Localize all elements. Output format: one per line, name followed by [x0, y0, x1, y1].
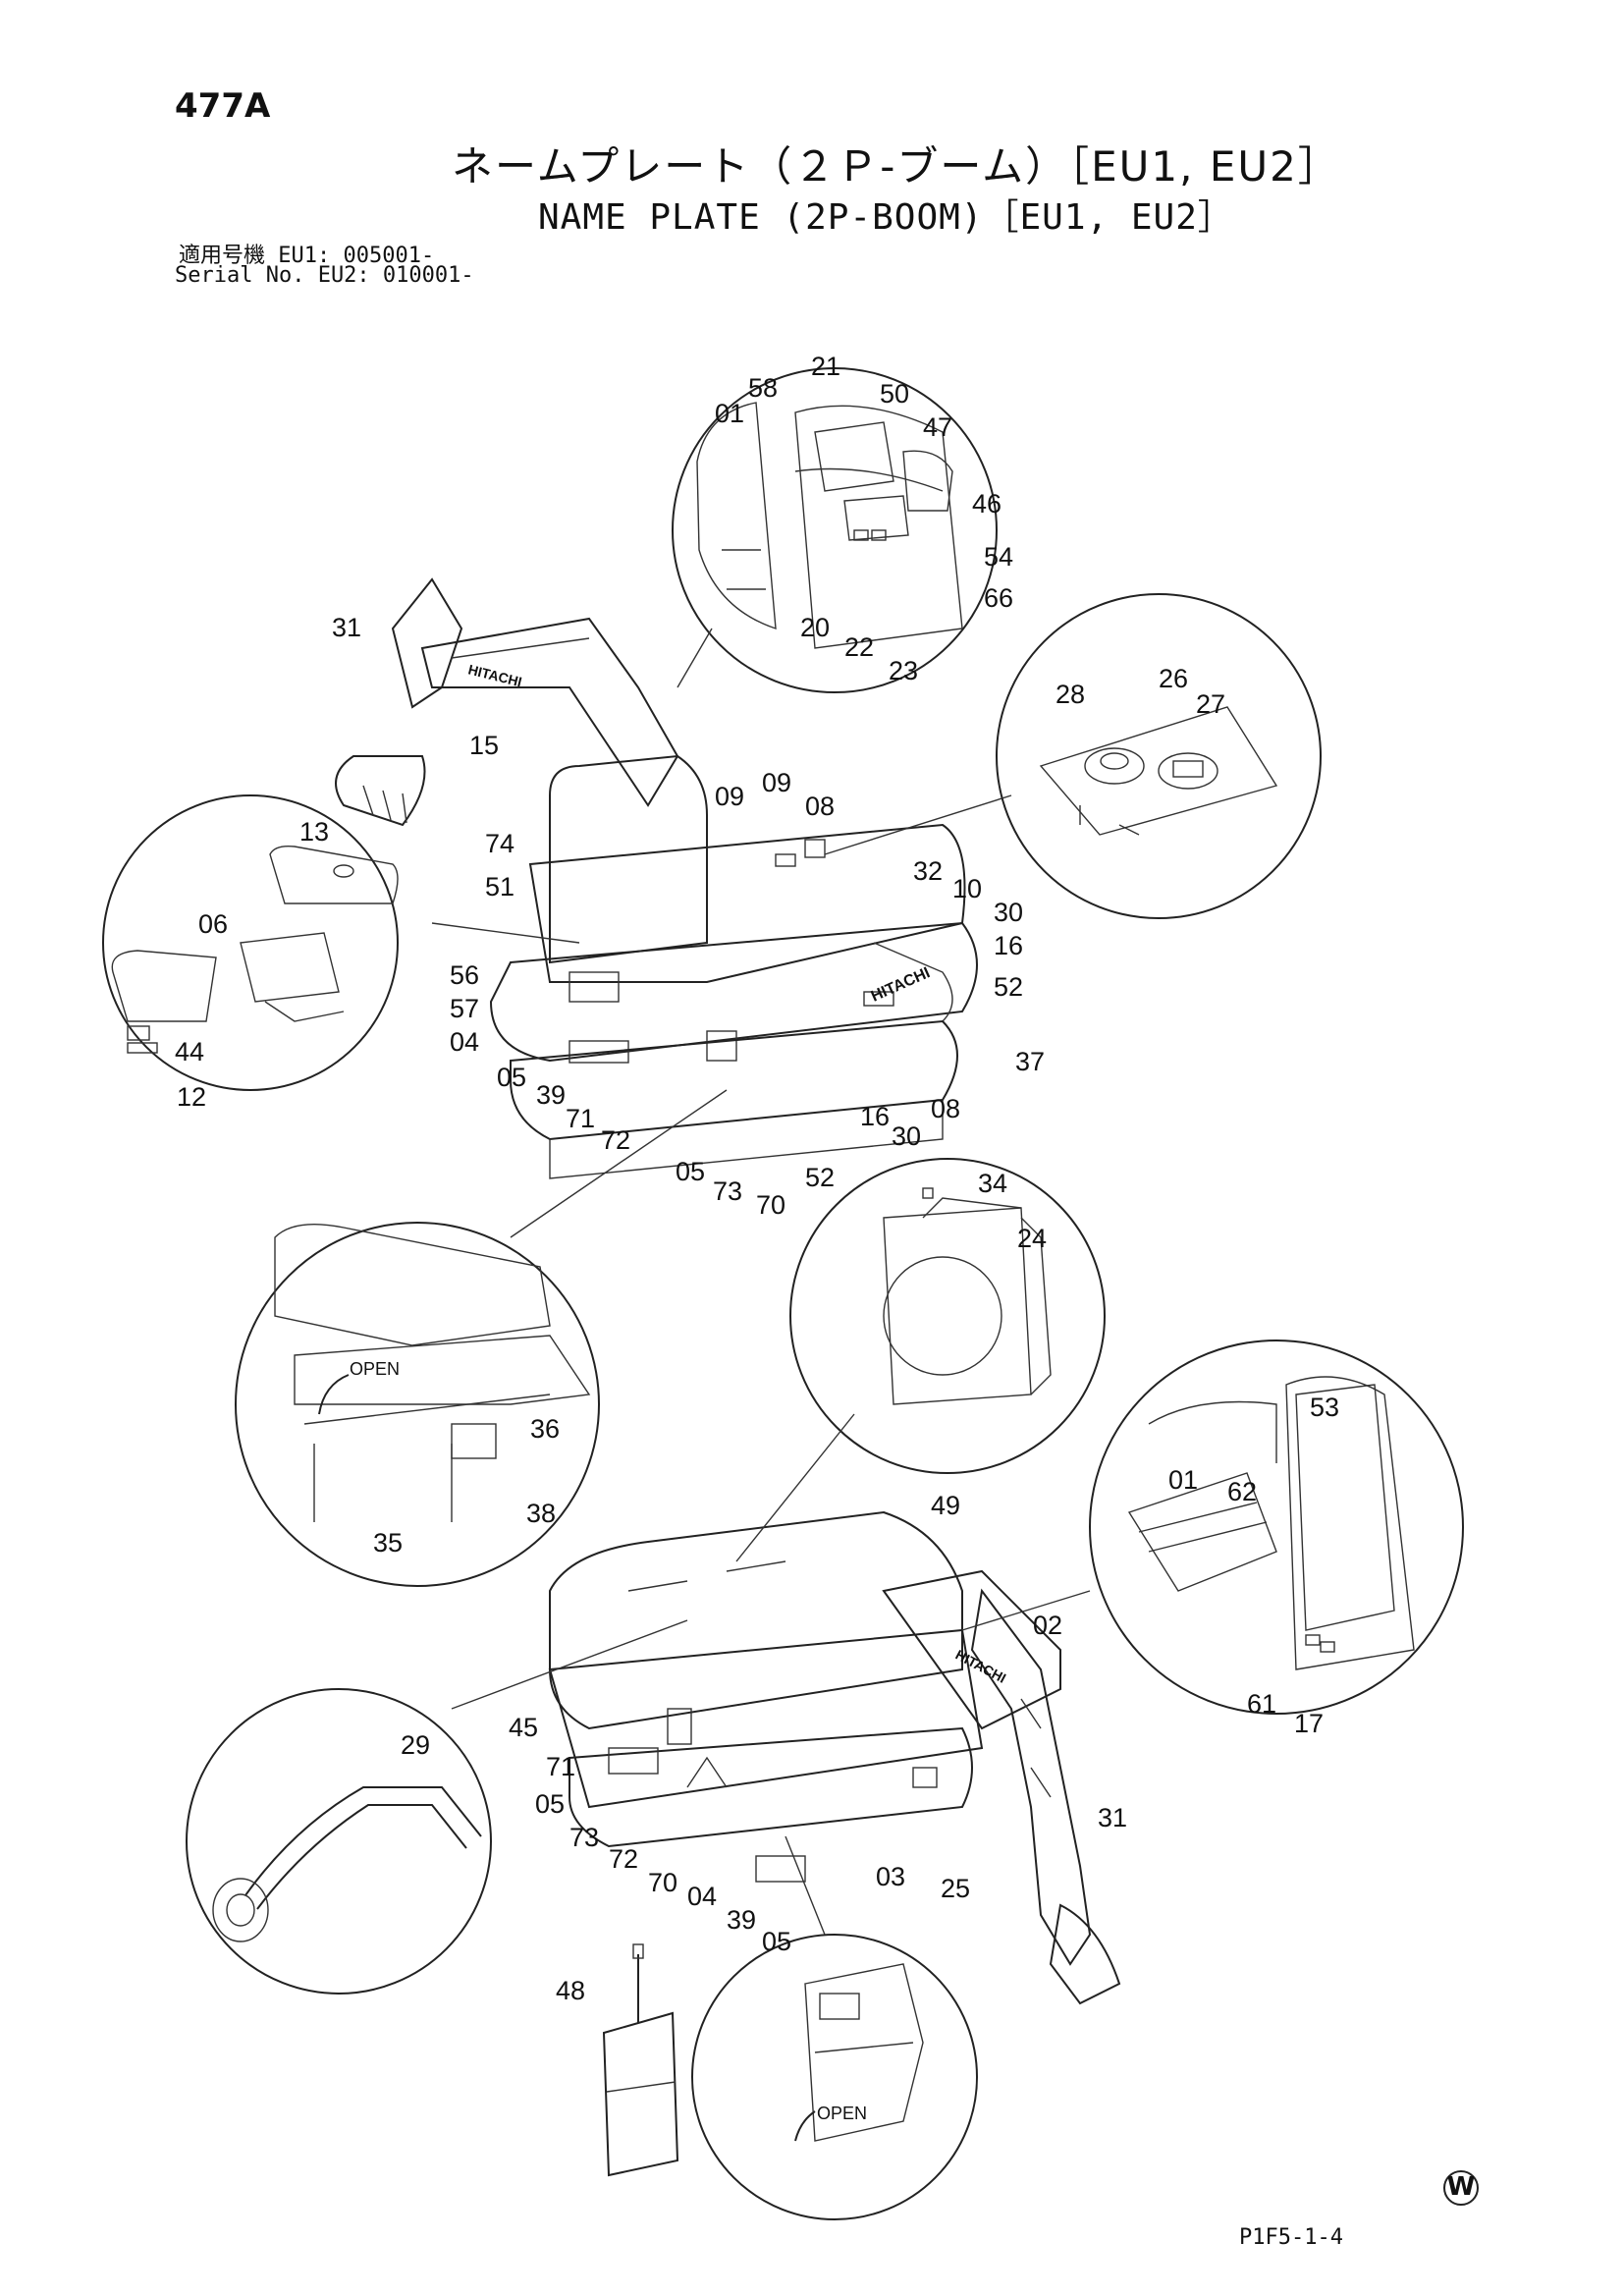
part-label-50: 50 — [880, 379, 909, 409]
part-label-47: 47 — [923, 412, 952, 442]
part-label-30b: 16 — [994, 931, 1023, 960]
part-label-35: 34 — [978, 1169, 1007, 1198]
tag-part — [602, 1943, 679, 2177]
part-label-09b: 09 — [762, 768, 791, 797]
part-label-49: 02 — [1033, 1611, 1062, 1640]
part-label-25: 48 — [556, 1976, 585, 2005]
part-label-22: 22 — [844, 632, 874, 662]
excavator-top-view — [335, 577, 978, 1179]
excavator-rear-view — [548, 1510, 1121, 2005]
part-label-16: 37 — [1015, 1047, 1045, 1076]
detail-fuel-hose — [186, 1688, 492, 1995]
part-label-12: 12 — [177, 1082, 206, 1112]
part-label-08a: 08 — [805, 792, 835, 821]
part-label-66: 66 — [984, 583, 1013, 613]
part-label-39b: 39 — [727, 1905, 756, 1935]
detail-radiator — [789, 1158, 1106, 1474]
part-label-17: 49 — [931, 1491, 960, 1520]
part-label-73b: 73 — [569, 1823, 599, 1852]
part-label-15: 15 — [469, 731, 499, 760]
detail-cab-interior — [672, 367, 998, 693]
brand-label-body: HITACHI — [869, 964, 933, 1005]
part-label-05a: 05 — [497, 1063, 526, 1092]
part-label-04b: 04 — [687, 1882, 717, 1911]
part-label-05c: 05 — [535, 1789, 565, 1819]
part-label-05b: 05 — [676, 1157, 705, 1186]
title-english: NAME PLATE (2P-BOOM)［EU1, EU2］ — [538, 197, 1234, 238]
page-number: 477A — [175, 86, 271, 126]
part-label-02: 29 — [401, 1730, 430, 1760]
part-label-73a: 73 — [713, 1176, 742, 1206]
part-label-53: 62 — [1227, 1477, 1257, 1506]
part-label-70b: 70 — [648, 1868, 677, 1897]
part-label-38: 35 — [373, 1528, 403, 1558]
serial-line-1: 適用号機 EU1: 005001- — [179, 244, 435, 268]
detail-left-console — [102, 794, 399, 1091]
part-label-52a: 52 — [805, 1163, 835, 1192]
part-label-33b: 30 — [994, 898, 1023, 927]
part-label-71b: 71 — [546, 1752, 575, 1781]
part-label-46: 46 — [972, 489, 1001, 519]
part-label-23: 23 — [889, 656, 918, 685]
part-label-13: 13 — [299, 817, 329, 847]
part-label-57: 57 — [450, 994, 479, 1023]
part-label-01b: 01 — [1168, 1465, 1198, 1495]
part-label-03: 25 — [941, 1874, 970, 1903]
part-label-09a: 09 — [715, 782, 744, 811]
part-label-31b: 31 — [1098, 1803, 1127, 1832]
leader-lines — [431, 628, 1091, 1936]
part-label-39a: 39 — [536, 1080, 566, 1110]
part-label-31: 31 — [332, 613, 361, 642]
drawing-code: P1F5-1-4 — [1239, 2225, 1343, 2250]
part-label-51: 51 — [485, 872, 514, 902]
open-label-door: OPEN — [817, 2104, 867, 2123]
part-label-52b: 52 — [994, 972, 1023, 1002]
part-label-06: 06 — [198, 909, 228, 939]
part-label-28: 28 — [1056, 680, 1085, 709]
detail-engine-cover — [235, 1222, 600, 1587]
part-label-58: 58 — [748, 373, 778, 403]
part-label-24: 53 — [1310, 1393, 1339, 1422]
part-label-01: 01 — [715, 399, 744, 428]
part-label-56: 56 — [450, 960, 479, 990]
open-label-hood: OPEN — [350, 1359, 400, 1379]
part-label-34: 24 — [1017, 1224, 1047, 1253]
part-label-37: 36 — [530, 1414, 560, 1444]
title-japanese: ネームプレート（２Ｐ-ブーム）［EU1, EU2］ — [452, 142, 1341, 191]
part-label-33a: 30 — [892, 1121, 921, 1151]
detail-right-cab — [1089, 1339, 1464, 1715]
part-label-36: 38 — [526, 1499, 556, 1528]
part-label-27: 27 — [1196, 689, 1225, 719]
part-label-72b: 72 — [609, 1844, 638, 1874]
part-label-10: 10 — [952, 874, 982, 903]
part-label-32: 32 — [913, 856, 943, 886]
part-label-62: 61 — [1247, 1689, 1276, 1719]
part-label-45: 03 — [876, 1862, 905, 1891]
part-label-72a: 72 — [601, 1125, 630, 1155]
detail-horn-plate — [996, 593, 1322, 919]
part-label-04a: 04 — [450, 1027, 479, 1057]
part-label-08b: 08 — [931, 1094, 960, 1123]
part-label-71a: 71 — [566, 1104, 595, 1133]
brand-label-boom: HITACHI — [466, 661, 523, 689]
part-label-26: 26 — [1159, 664, 1188, 693]
part-label-20: 20 — [800, 613, 830, 642]
part-label-74: 74 — [485, 829, 514, 858]
part-label-29: 45 — [509, 1713, 538, 1742]
part-label-30a: 16 — [860, 1102, 890, 1131]
part-label-54: 54 — [984, 542, 1013, 572]
part-label-70a: 70 — [756, 1190, 785, 1220]
part-label-21: 21 — [811, 352, 840, 381]
part-label-05d: 05 — [762, 1927, 791, 1956]
detail-access-door — [691, 1934, 978, 2220]
part-label-61: 17 — [1294, 1709, 1324, 1738]
serial-line-2: Serial No. EU2: 010001- — [175, 263, 474, 288]
part-labels: 01 21 58 50 47 46 54 66 20 22 23 31 15 2… — [175, 352, 1339, 2123]
part-label-44: 44 — [175, 1037, 204, 1066]
watermark-mark: W — [1443, 2170, 1479, 2206]
